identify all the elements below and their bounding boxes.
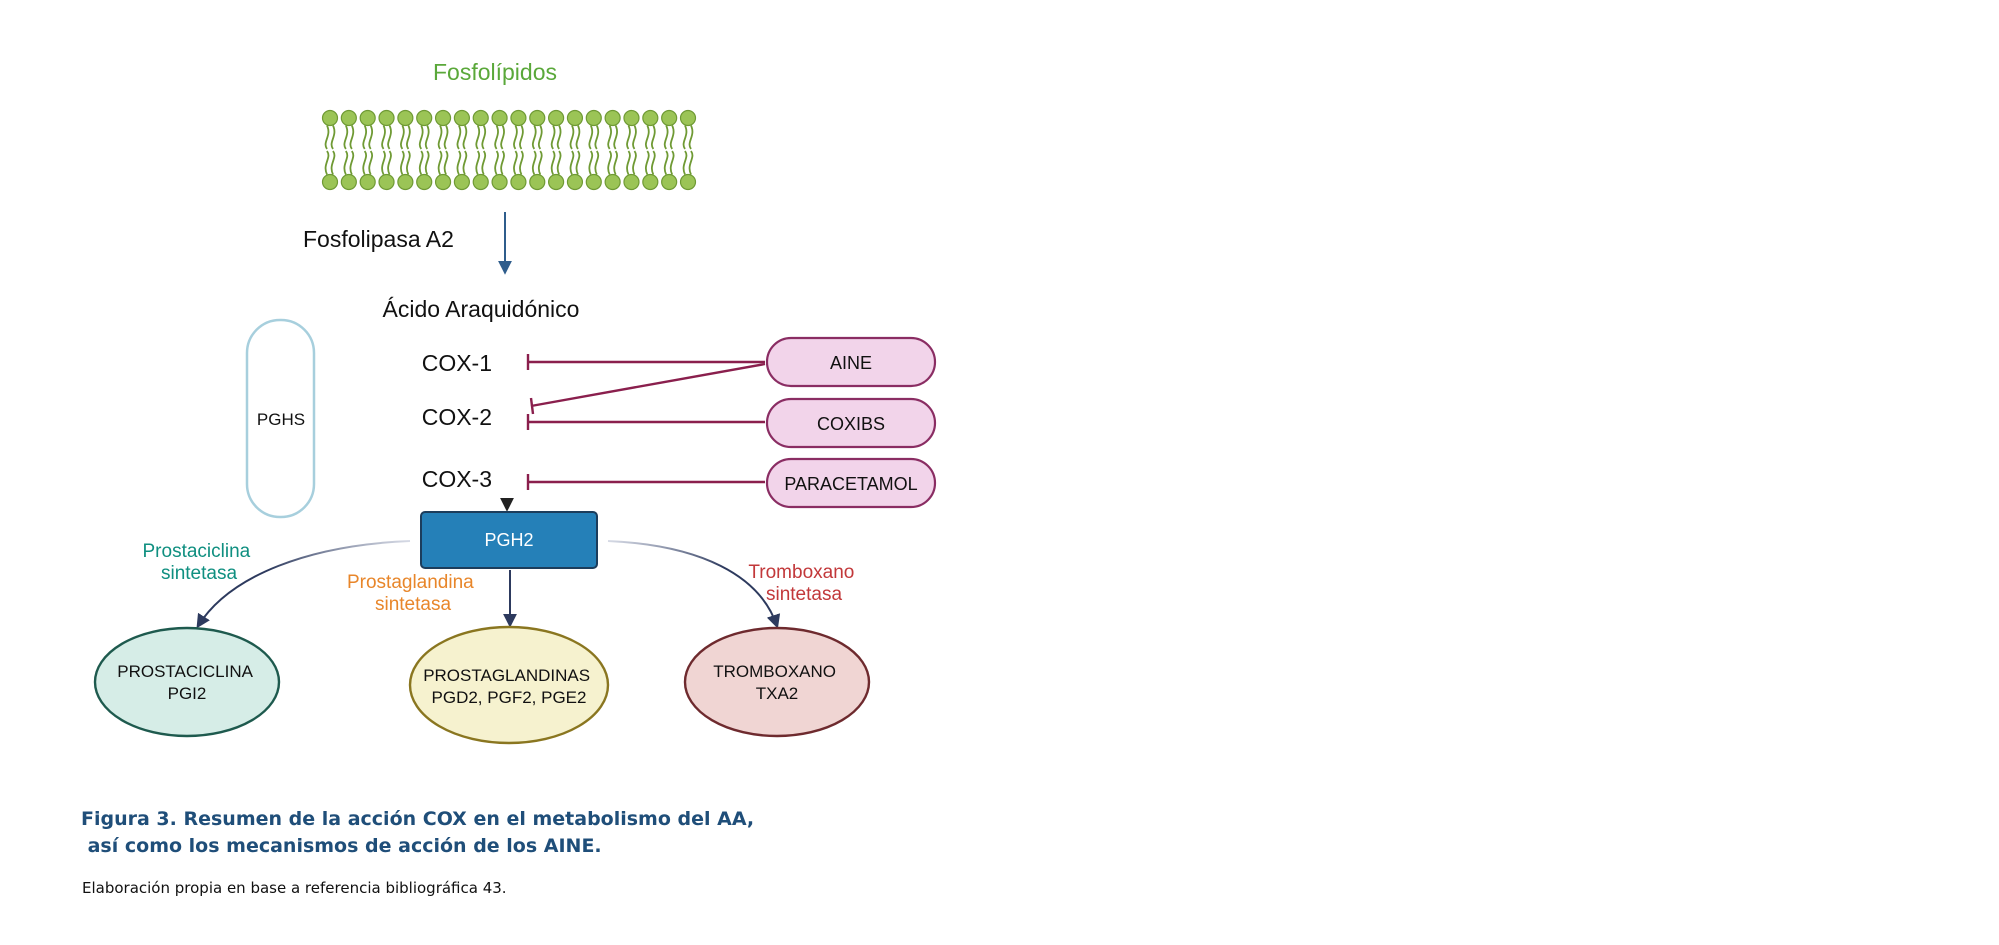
branch-arrow-prostacyclin xyxy=(196,540,411,629)
lipid-head xyxy=(548,173,565,191)
lipid-tails xyxy=(588,125,600,175)
lipid-tails xyxy=(607,125,618,175)
lipid-head xyxy=(585,109,602,127)
membrane-label: Fosfolípidos xyxy=(433,59,557,85)
lipid-head xyxy=(529,173,546,191)
lipid-tails xyxy=(626,125,637,175)
branch-arrow-thromboxane xyxy=(607,540,781,629)
product-prostaglandins: PROSTAGLANDINAS PGD2, PGF2, PGE2 xyxy=(408,625,610,745)
product-thromboxane-label: TROMBOXANO TXA2 xyxy=(713,662,841,703)
lipid-head xyxy=(642,109,659,127)
lipid-head xyxy=(397,173,414,191)
lipid-head xyxy=(548,109,565,127)
lipid-head xyxy=(661,109,678,127)
lipid-tails xyxy=(418,125,430,175)
enzyme-pla2-label: Fosfolipasa A2 xyxy=(303,226,454,252)
lipid-head xyxy=(510,173,527,191)
lipid-tails xyxy=(362,125,373,175)
lipid-head xyxy=(566,173,584,191)
synthase-prostaglandin-label: Prostaglandina sintetasa xyxy=(347,572,479,615)
pghs-label: PGHS xyxy=(257,410,305,429)
cox-2-label: COX-2 xyxy=(422,404,492,430)
inhibitor-coxibs: COXIBS xyxy=(765,397,937,449)
lipid-head xyxy=(416,173,433,191)
figure-caption-line-2: así como los mecanismos de acción de los… xyxy=(81,835,602,857)
phospholipid-bilayer-icon xyxy=(321,109,697,191)
lipid-tails xyxy=(494,125,505,175)
lipid-tails xyxy=(381,125,392,175)
lipid-head xyxy=(453,173,470,191)
lipid-head xyxy=(491,109,508,127)
lipid-head xyxy=(472,173,489,191)
lipid-head xyxy=(661,173,678,191)
lipid-head xyxy=(453,109,470,127)
lipid-head xyxy=(434,109,452,127)
inhibitor-paracetamol-label: PARACETAMOL xyxy=(784,474,917,494)
figure-caption-source: Elaboración propia en base a referencia … xyxy=(82,879,507,897)
lipid-head xyxy=(434,173,452,191)
figure-caption-title: Figura 3. Resumen de la acción COX en el… xyxy=(81,806,981,860)
lipid-head xyxy=(321,173,339,191)
pgh2-label: PGH2 xyxy=(484,530,533,550)
product-prostacyclin: PROSTACICLINA PGI2 xyxy=(93,626,281,738)
lipid-tails xyxy=(475,125,487,175)
lipid-head xyxy=(491,173,508,191)
lipid-head xyxy=(604,173,621,191)
lipid-head xyxy=(340,173,357,191)
pghs-box xyxy=(245,318,316,519)
lipid-head xyxy=(340,109,357,127)
pgh2-box xyxy=(420,511,598,569)
lipid-head xyxy=(623,109,640,127)
lipid-head xyxy=(623,173,640,191)
product-prostaglandins-label: PROSTAGLANDINAS PGD2, PGF2, PGE2 xyxy=(423,666,595,707)
lipid-head xyxy=(359,173,376,191)
lipid-tails xyxy=(343,125,355,175)
inhibitor-coxibs-label: COXIBS xyxy=(817,414,885,434)
lipid-head xyxy=(397,109,414,127)
cox-3-label: COX-3 xyxy=(422,466,492,492)
inhibition-bars xyxy=(526,354,535,490)
lipid-head xyxy=(321,109,339,127)
lipid-head xyxy=(510,109,527,127)
lipid-tails xyxy=(324,125,336,175)
lipid-tails xyxy=(663,125,675,175)
synthase-thromboxane-label: Tromboxano sintetasa xyxy=(748,562,859,605)
lipid-head xyxy=(679,109,697,127)
lipid-head xyxy=(378,109,395,127)
lipid-head xyxy=(585,173,602,191)
lipid-tails xyxy=(513,125,524,175)
product-thromboxane: TROMBOXANO TXA2 xyxy=(683,626,871,738)
lipid-tails xyxy=(682,125,694,175)
lipid-tails xyxy=(456,125,468,175)
substrate-label: Ácido Araquidónico xyxy=(383,296,580,322)
lipid-tails xyxy=(531,125,543,175)
inhibition-lines xyxy=(528,360,766,484)
synthase-prostacyclin-label: Prostaciclina sintetasa xyxy=(143,541,256,584)
figure-caption-line-1: Figura 3. Resumen de la acción COX en el… xyxy=(81,808,755,830)
lipid-tails xyxy=(437,125,449,175)
lipid-head xyxy=(679,173,697,191)
lipid-tails xyxy=(400,125,411,175)
inhibitor-aine-label: AINE xyxy=(830,353,872,373)
lipid-head xyxy=(378,173,395,191)
lipid-head xyxy=(359,109,376,127)
product-prostacyclin-label: PROSTACICLINA PGI2 xyxy=(117,662,257,703)
lipid-head xyxy=(472,109,489,127)
lipid-tails xyxy=(569,125,581,175)
lipid-tails xyxy=(645,125,656,175)
lipid-head xyxy=(529,109,546,127)
inhibitor-aine: AINE xyxy=(765,336,937,388)
aine-cox2-inhibition xyxy=(530,362,766,408)
cox-1-label: COX-1 xyxy=(422,350,492,376)
lipid-head xyxy=(604,109,621,127)
lipid-tails xyxy=(550,125,562,175)
lipid-head xyxy=(566,109,584,127)
lipid-head xyxy=(642,173,659,191)
lipid-head xyxy=(416,109,433,127)
inhibitor-paracetamol: PARACETAMOL xyxy=(765,457,937,509)
